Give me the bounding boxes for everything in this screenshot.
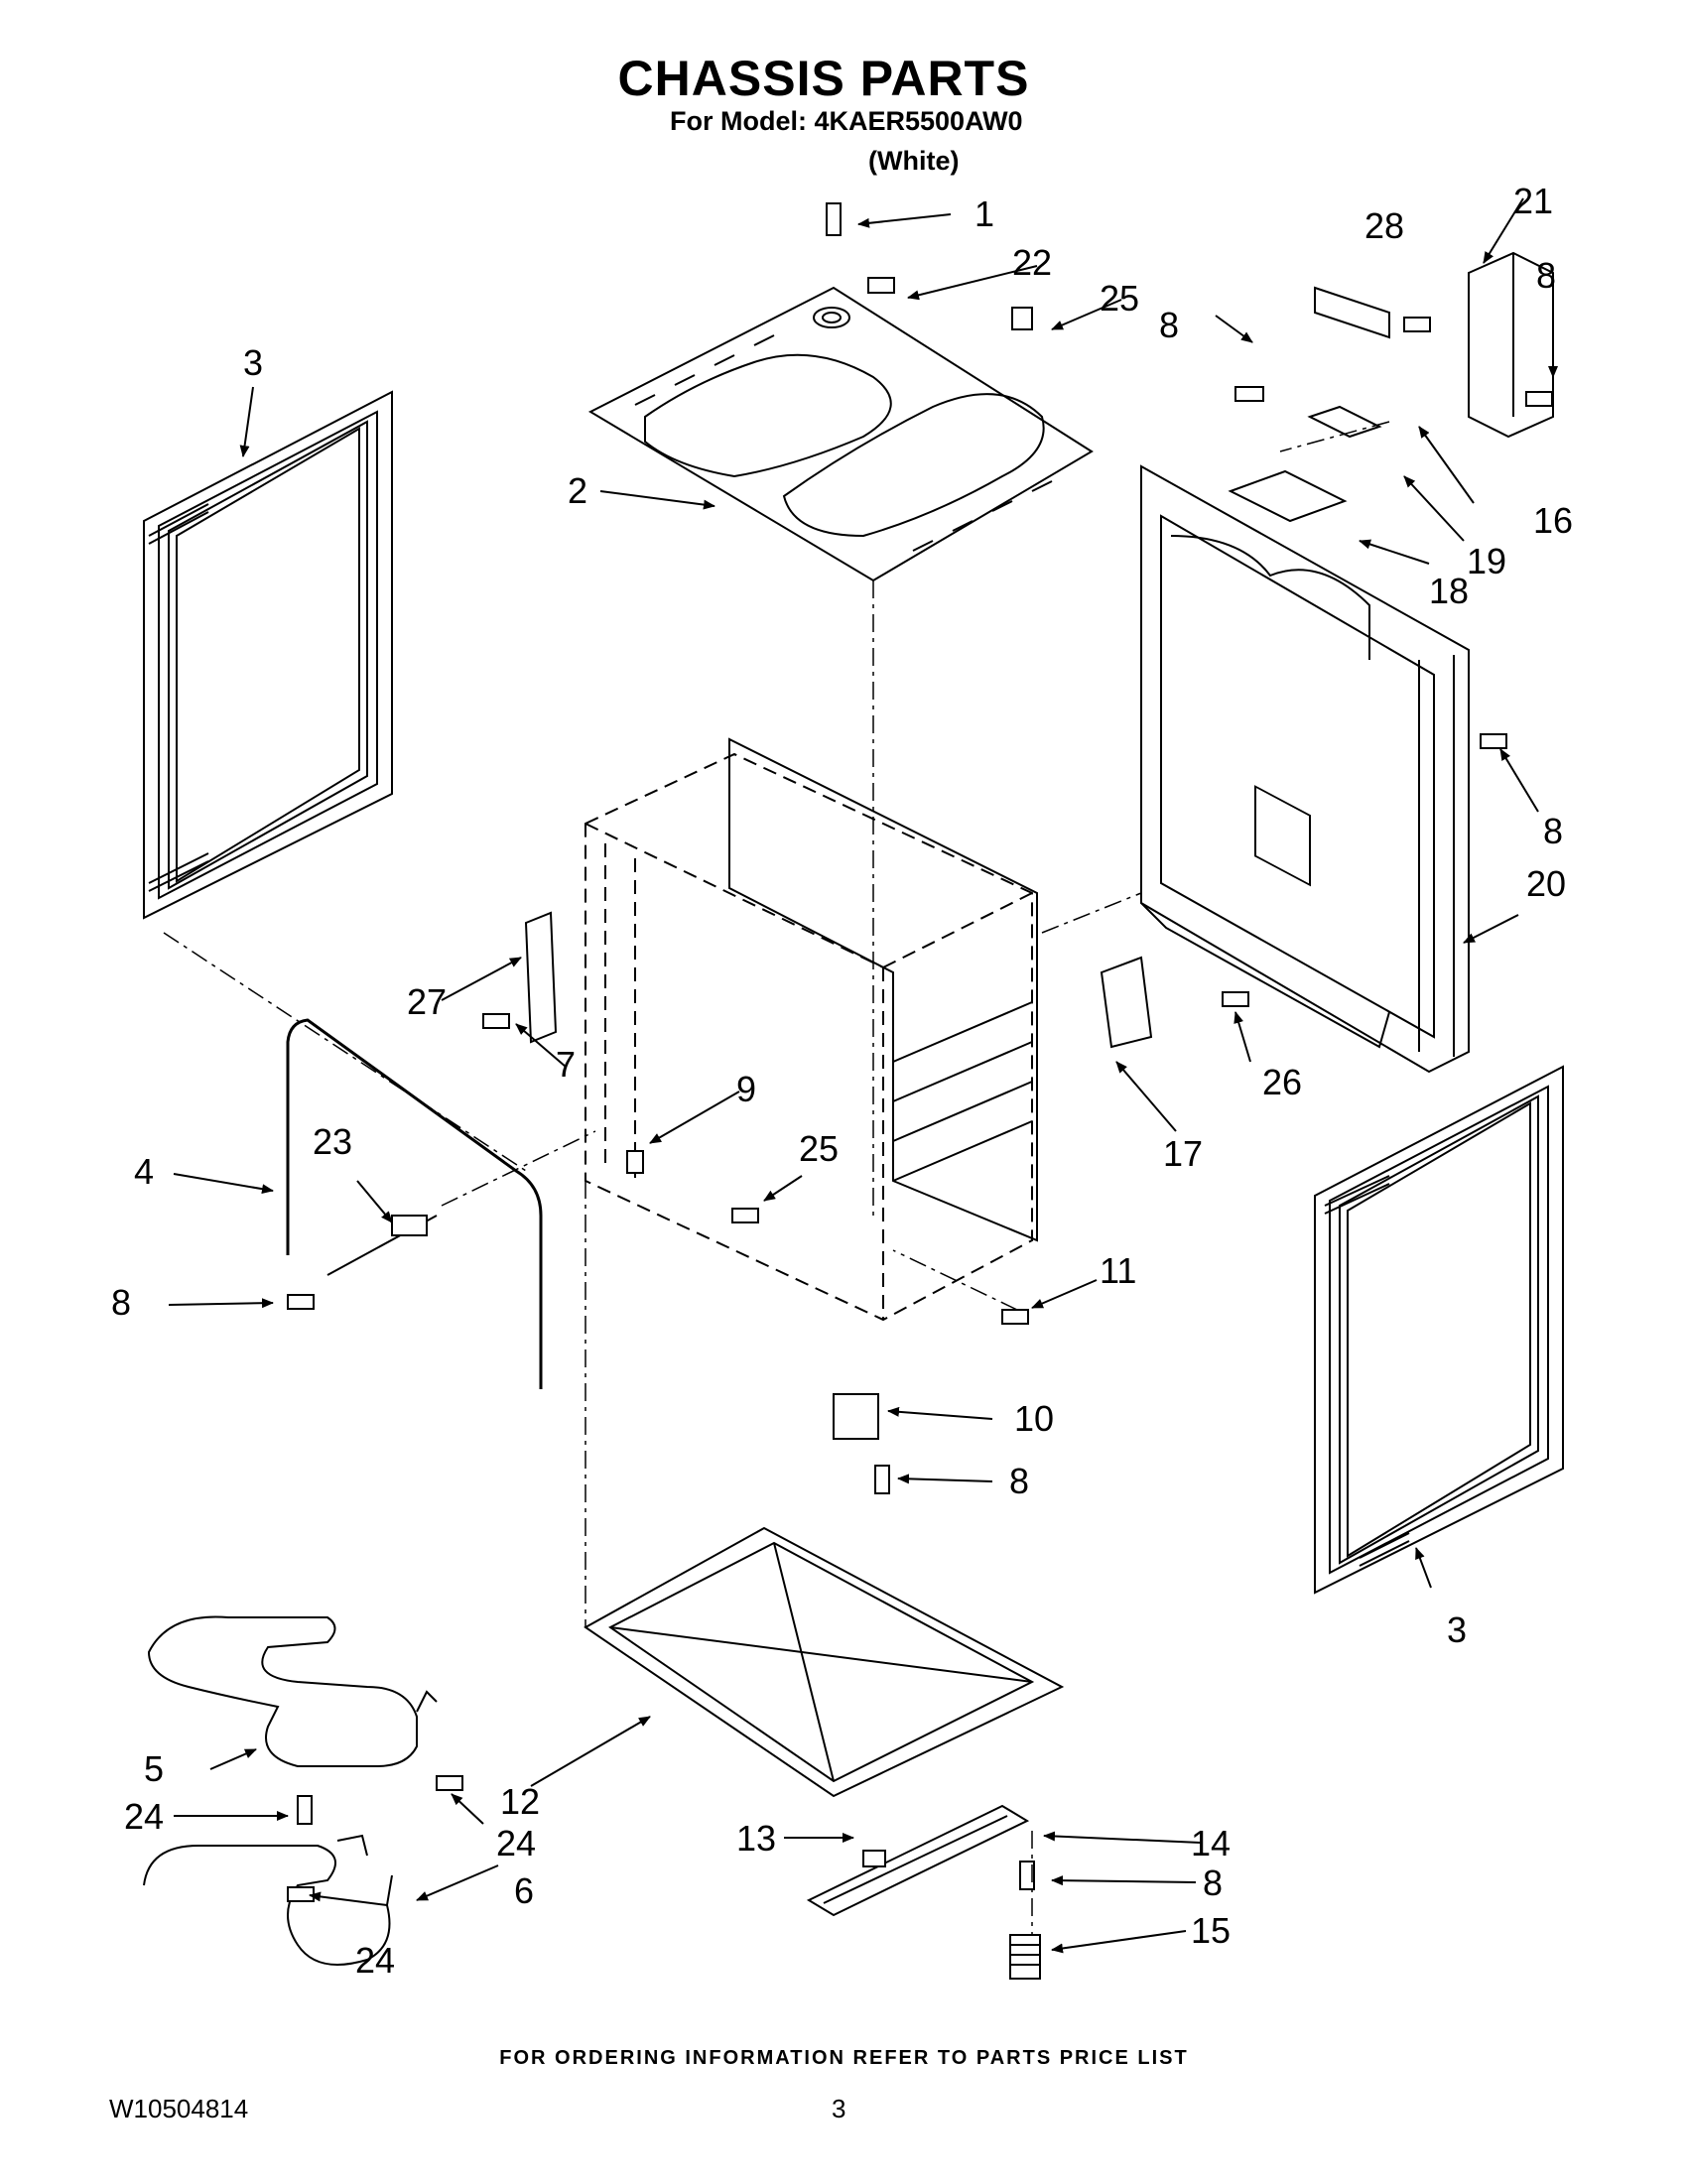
callout-8-left: 8 [111,1282,131,1323]
callout-21: 21 [1513,181,1553,221]
callout-24-right: 24 [496,1823,536,1863]
vent-bracket-part [1468,251,1554,439]
assembly-lines [163,421,1390,1935]
callout-8-rear-frame: 8 [1543,811,1563,851]
callout-17: 17 [1163,1133,1203,1174]
callout-8-vent: 8 [1536,255,1556,296]
clip-part [862,1850,886,1867]
clip-9-part [626,1150,644,1174]
leader-arrows [168,197,1558,1954]
broil-element-part [147,1615,438,1767]
callout-24-left: 24 [124,1796,164,1837]
callout-12: 12 [500,1781,540,1822]
callout-4: 4 [134,1151,154,1192]
bracket-27-part [524,911,558,1044]
terminal-block-part [833,1393,879,1440]
bracket-18-part [1228,469,1348,523]
callout-25-top: 25 [1100,278,1139,319]
callout-9: 9 [736,1069,756,1109]
callout-2: 2 [568,470,587,511]
gasket-part [286,1018,543,1389]
page-number: 3 [832,2094,846,2123]
oven-cavity-part [584,752,1033,1322]
callout-8-bracket: 8 [1203,1863,1223,1903]
rear-frame-part [1140,464,1470,1074]
callout-20: 20 [1526,863,1566,904]
leveling-leg-part [1009,1934,1041,1980]
page-title: CHASSIS PARTS [617,51,1030,106]
callout-1: 1 [974,193,994,234]
model-line: For Model: 4KAER5500AW0 [670,106,1023,136]
callout-18: 18 [1429,571,1469,611]
callout-24-bottom: 24 [355,1940,395,1981]
callout-6: 6 [514,1870,534,1911]
ordering-note: FOR ORDERING INFORMATION REFER TO PARTS … [499,2047,1189,2069]
bottom-pan-part [584,1526,1065,1798]
top-panel-part [587,286,1094,582]
callout-8-terminal: 8 [1009,1461,1029,1501]
bracket-19-part [1307,405,1382,439]
callout-27: 27 [407,981,447,1022]
bracket-17-part [1100,956,1153,1049]
callout-8-top-bracket: 8 [1159,305,1179,345]
color-line: (White) [868,146,960,176]
callout-7: 7 [556,1044,576,1085]
leveling-bracket-part [806,1804,1030,1917]
callout-25-cavity: 25 [799,1128,839,1169]
right-side-panel-part [1314,1065,1564,1595]
callout-13: 13 [736,1818,776,1859]
callout-19: 19 [1467,541,1506,581]
callout-14: 14 [1191,1823,1231,1863]
callout-23: 23 [313,1121,352,1162]
callout-5: 5 [144,1748,164,1789]
screw-parts [287,202,1553,1902]
callout-16: 16 [1533,500,1573,541]
oven-cavity-outline [728,737,1038,1242]
callout-3-left: 3 [243,342,263,383]
left-side-panel-part [143,390,393,920]
bracket-28-part [1314,286,1390,339]
callout-3-right: 3 [1447,1609,1467,1650]
callout-10: 10 [1014,1398,1054,1439]
bake-element-part [143,1834,393,1966]
callout-11: 11 [1100,1250,1136,1291]
sensor-23-connector [391,1215,428,1236]
callout-22: 22 [1012,242,1052,283]
callout-labels: 1 2 3 3 4 5 6 7 8 8 8 8 8 8 8 9 10 11 12… [111,181,1573,1981]
callout-15: 15 [1191,1910,1231,1951]
callout-28: 28 [1364,205,1404,246]
document-number: W10504814 [109,2094,249,2123]
callout-26: 26 [1262,1062,1302,1102]
